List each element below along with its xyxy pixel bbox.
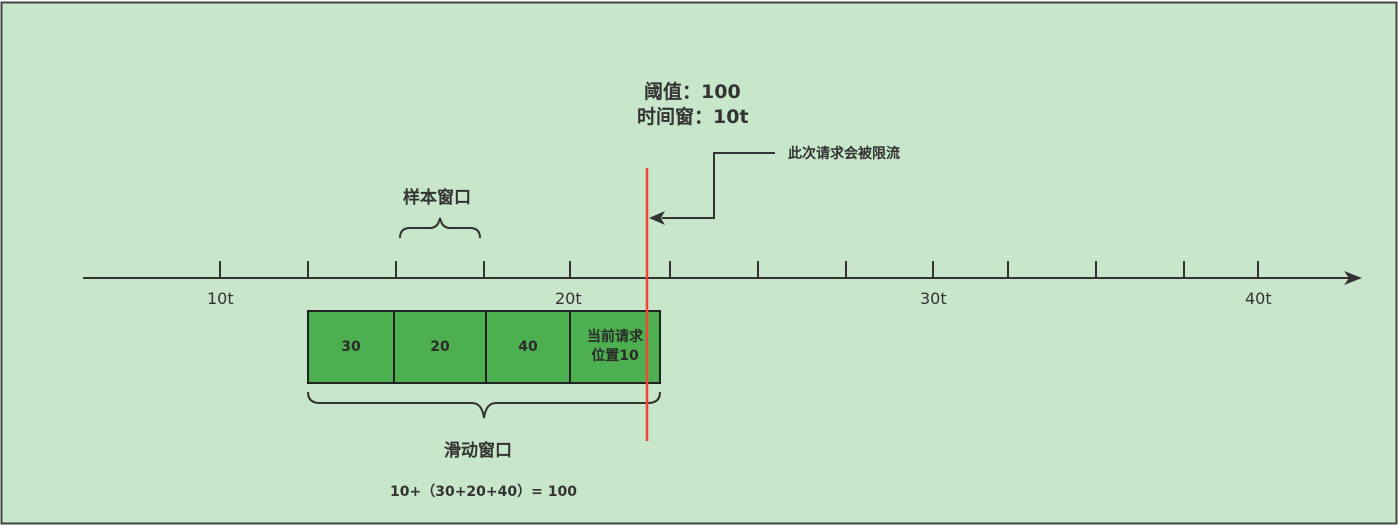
axis-ticks: [219, 261, 1259, 278]
sliding-window-label: 滑动窗口: [444, 441, 512, 461]
throttle-pointer-arrowhead: [649, 211, 665, 225]
tick-label-40t: 40t: [1245, 289, 1272, 308]
tick-label-10t: 10t: [207, 289, 234, 308]
formula-text: 10+（30+20+40）= 100: [390, 484, 577, 500]
time-window-label: 时间窗：10t: [637, 106, 749, 128]
sample-window-brace: [399, 217, 481, 239]
sample-window-label: 样本窗口: [403, 188, 471, 208]
window-cell-2-label: 20: [430, 338, 450, 355]
throttled-note: 此次请求会被限流: [788, 146, 900, 162]
sliding-window-cells: [307, 310, 661, 384]
window-cell-2: [393, 310, 487, 384]
window-cell-3-label: 40: [518, 338, 538, 355]
current-request-line1: 当前请求: [587, 329, 643, 345]
threshold-label: 阈值：100: [644, 81, 741, 103]
window-cell-1-label: 30: [341, 338, 361, 355]
sliding-window-brace: [307, 391, 661, 419]
window-cell-current: [569, 310, 661, 384]
throttle-pointer-arrow: [662, 152, 775, 219]
window-cell-current-label: 当前请求 位置10: [570, 311, 660, 383]
tick-label-30t: 30t: [920, 289, 947, 308]
time-axis-arrowhead: [1344, 271, 1362, 285]
window-cell-1: [307, 310, 395, 384]
tick-label-20t: 20t: [555, 289, 582, 308]
current-request-line2: 位置10: [591, 348, 639, 364]
